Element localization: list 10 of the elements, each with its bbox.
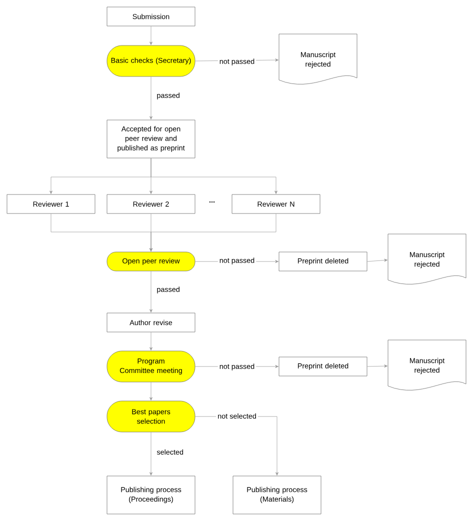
arrow: [150, 76, 152, 120]
arrow: [367, 258, 388, 262]
arrow: [150, 26, 152, 45]
arrow: [367, 364, 388, 368]
arrow: [150, 158, 278, 194]
arrow: [150, 271, 152, 312]
arrow: [150, 332, 152, 350]
arrow: [150, 432, 152, 476]
arrow: [150, 382, 152, 400]
arrow: [150, 214, 276, 252]
